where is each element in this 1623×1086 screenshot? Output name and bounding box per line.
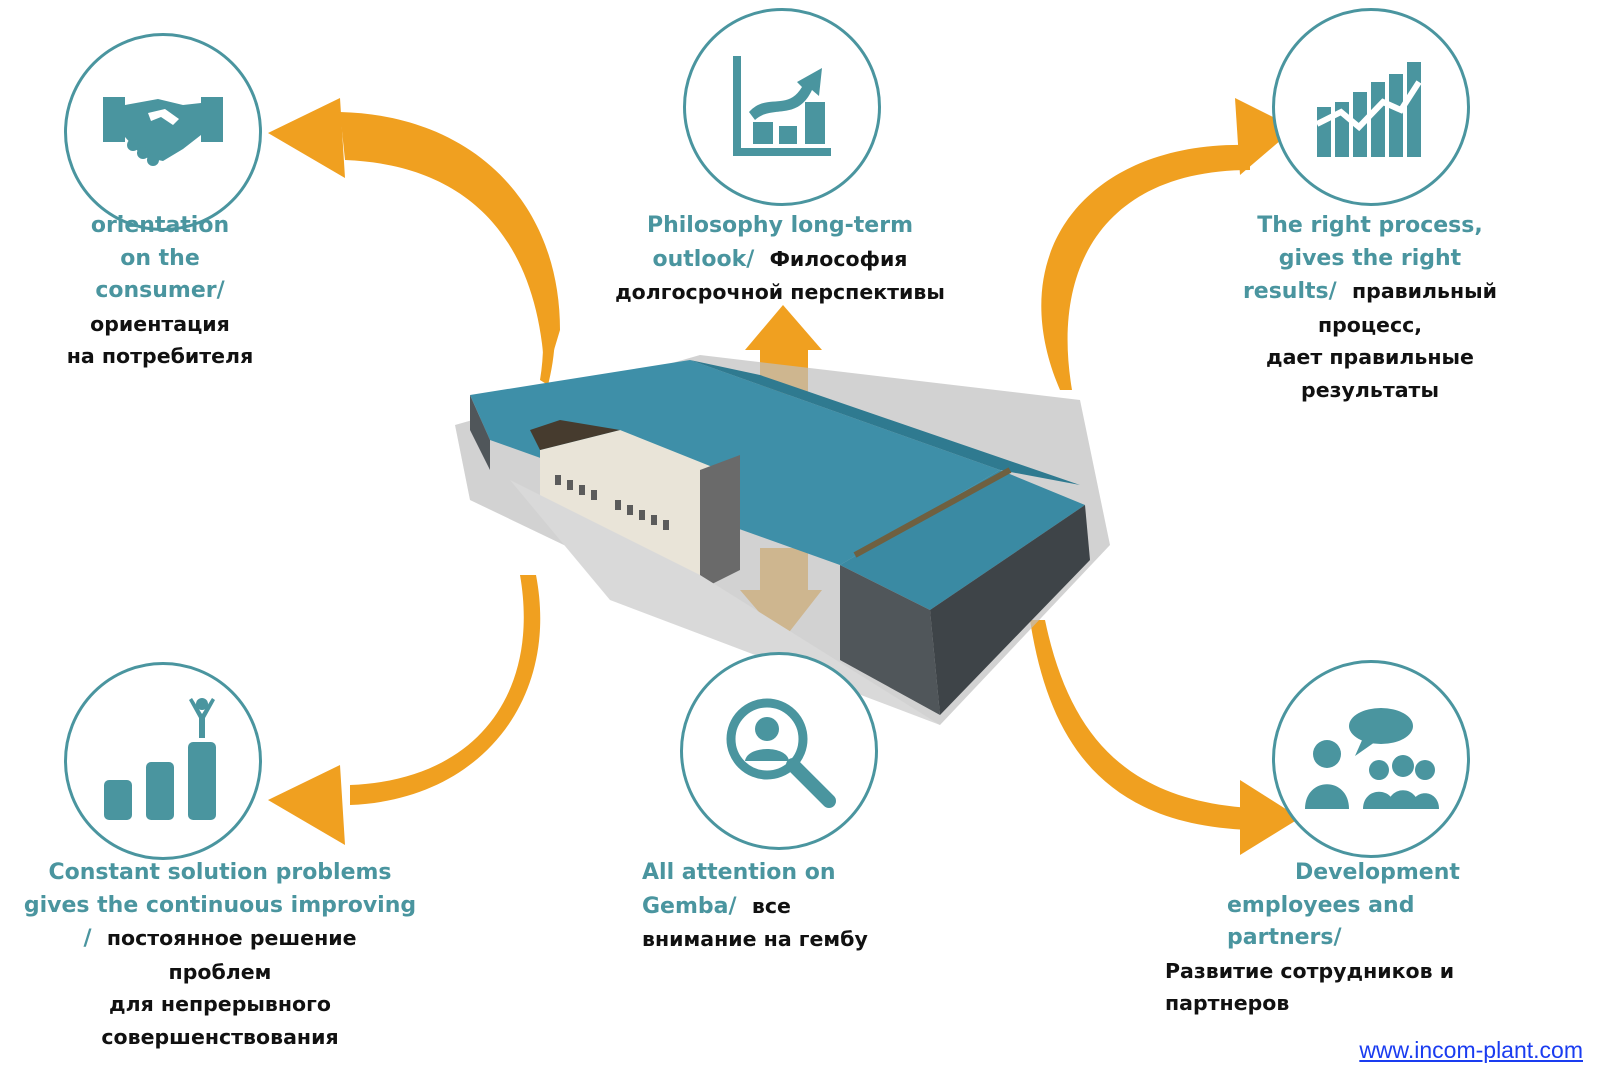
node-circle-gemba: [680, 652, 878, 850]
label-right-process-ru-2: дает правильные: [1266, 345, 1474, 369]
label-consumer-ru-1: ориентация: [90, 311, 230, 336]
website-link[interactable]: www.incom-plant.com: [1359, 1037, 1583, 1063]
label-consumer-en-2: on the: [120, 245, 200, 271]
team-speech-icon: [1305, 708, 1439, 809]
label-problem-solving-ru-2: для непрерывного: [109, 992, 331, 1016]
node-circle-consumer: [64, 33, 262, 231]
label-right-process-en-1: The right process,: [1257, 213, 1483, 238]
node-circle-problem-solving: [64, 662, 262, 860]
factory-building: [455, 355, 1110, 725]
label-consumer-en-3: consumer/: [95, 278, 225, 303]
label-consumer: orientation on the consumer/ ориентация …: [60, 210, 260, 373]
label-development-en-3: partners/: [1227, 925, 1342, 950]
label-right-process: The right process, gives the right resul…: [1220, 210, 1520, 406]
label-philosophy: Philosophy long-term outlook/ Философия …: [590, 210, 970, 309]
arrow-bottom-right: [1030, 620, 1300, 855]
growth-chart-icon: [733, 56, 831, 156]
magnifier-person-icon: [726, 698, 836, 808]
node-circle-right-process: [1272, 8, 1470, 206]
label-development-ru-1: Развитие сотрудников и: [1165, 958, 1455, 983]
label-problem-solving-en-1: Constant solution problems: [48, 860, 392, 885]
podium-winner-icon: [104, 698, 216, 820]
arrow-top-right: [1041, 98, 1295, 390]
label-gemba-ru-inline: все: [751, 893, 791, 918]
arrow-top-left: [268, 98, 560, 385]
label-development-ru-2: партнеров: [1165, 991, 1290, 1015]
label-philosophy-en-2: outlook/: [652, 246, 755, 272]
arrow-bottom-left: [268, 575, 541, 845]
label-problem-solving-ru-1: проблем: [168, 959, 272, 984]
label-problem-solving-en-3: /: [83, 926, 92, 951]
label-development-en-2: employees and: [1227, 892, 1415, 918]
label-development-en-1: Development: [1295, 860, 1460, 885]
label-gemba: All attention on Gemba/ все внимание на …: [642, 857, 942, 956]
label-problem-solving-ru-inline: постоянное решение: [106, 926, 357, 950]
label-development: Development employees and partners/ Разв…: [1165, 857, 1495, 1020]
rising-bars-icon: [1315, 62, 1422, 157]
label-right-process-en-2: gives the right: [1278, 245, 1462, 271]
label-problem-solving-en-2: gives the continuous improving: [23, 892, 417, 918]
node-circle-development: [1272, 660, 1470, 858]
label-gemba-ru-1: внимание на гембу: [642, 927, 868, 951]
label-gemba-en-1: All attention on: [642, 860, 836, 885]
label-gemba-en-2: Gemba/: [642, 893, 737, 919]
label-problem-solving: Constant solution problems gives the con…: [20, 857, 420, 1053]
handshake-icon: [103, 97, 223, 166]
label-philosophy-en-1: Philosophy long-term: [646, 213, 913, 238]
label-consumer-ru-2: на потребителя: [66, 344, 254, 368]
label-right-process-ru-3: результаты: [1301, 377, 1439, 402]
node-circle-philosophy: [683, 8, 881, 206]
label-right-process-ru-1: процесс,: [1317, 312, 1423, 337]
label-consumer-en-1: orientation: [90, 213, 230, 238]
label-problem-solving-ru-3: совершенствования: [101, 1024, 339, 1049]
label-right-process-ru-inline: правильный: [1351, 279, 1498, 303]
label-philosophy-ru-inline: Философия: [769, 246, 908, 271]
label-right-process-en-3: results/: [1242, 279, 1337, 304]
label-philosophy-ru-1: долгосрочной перспективы: [615, 280, 945, 304]
